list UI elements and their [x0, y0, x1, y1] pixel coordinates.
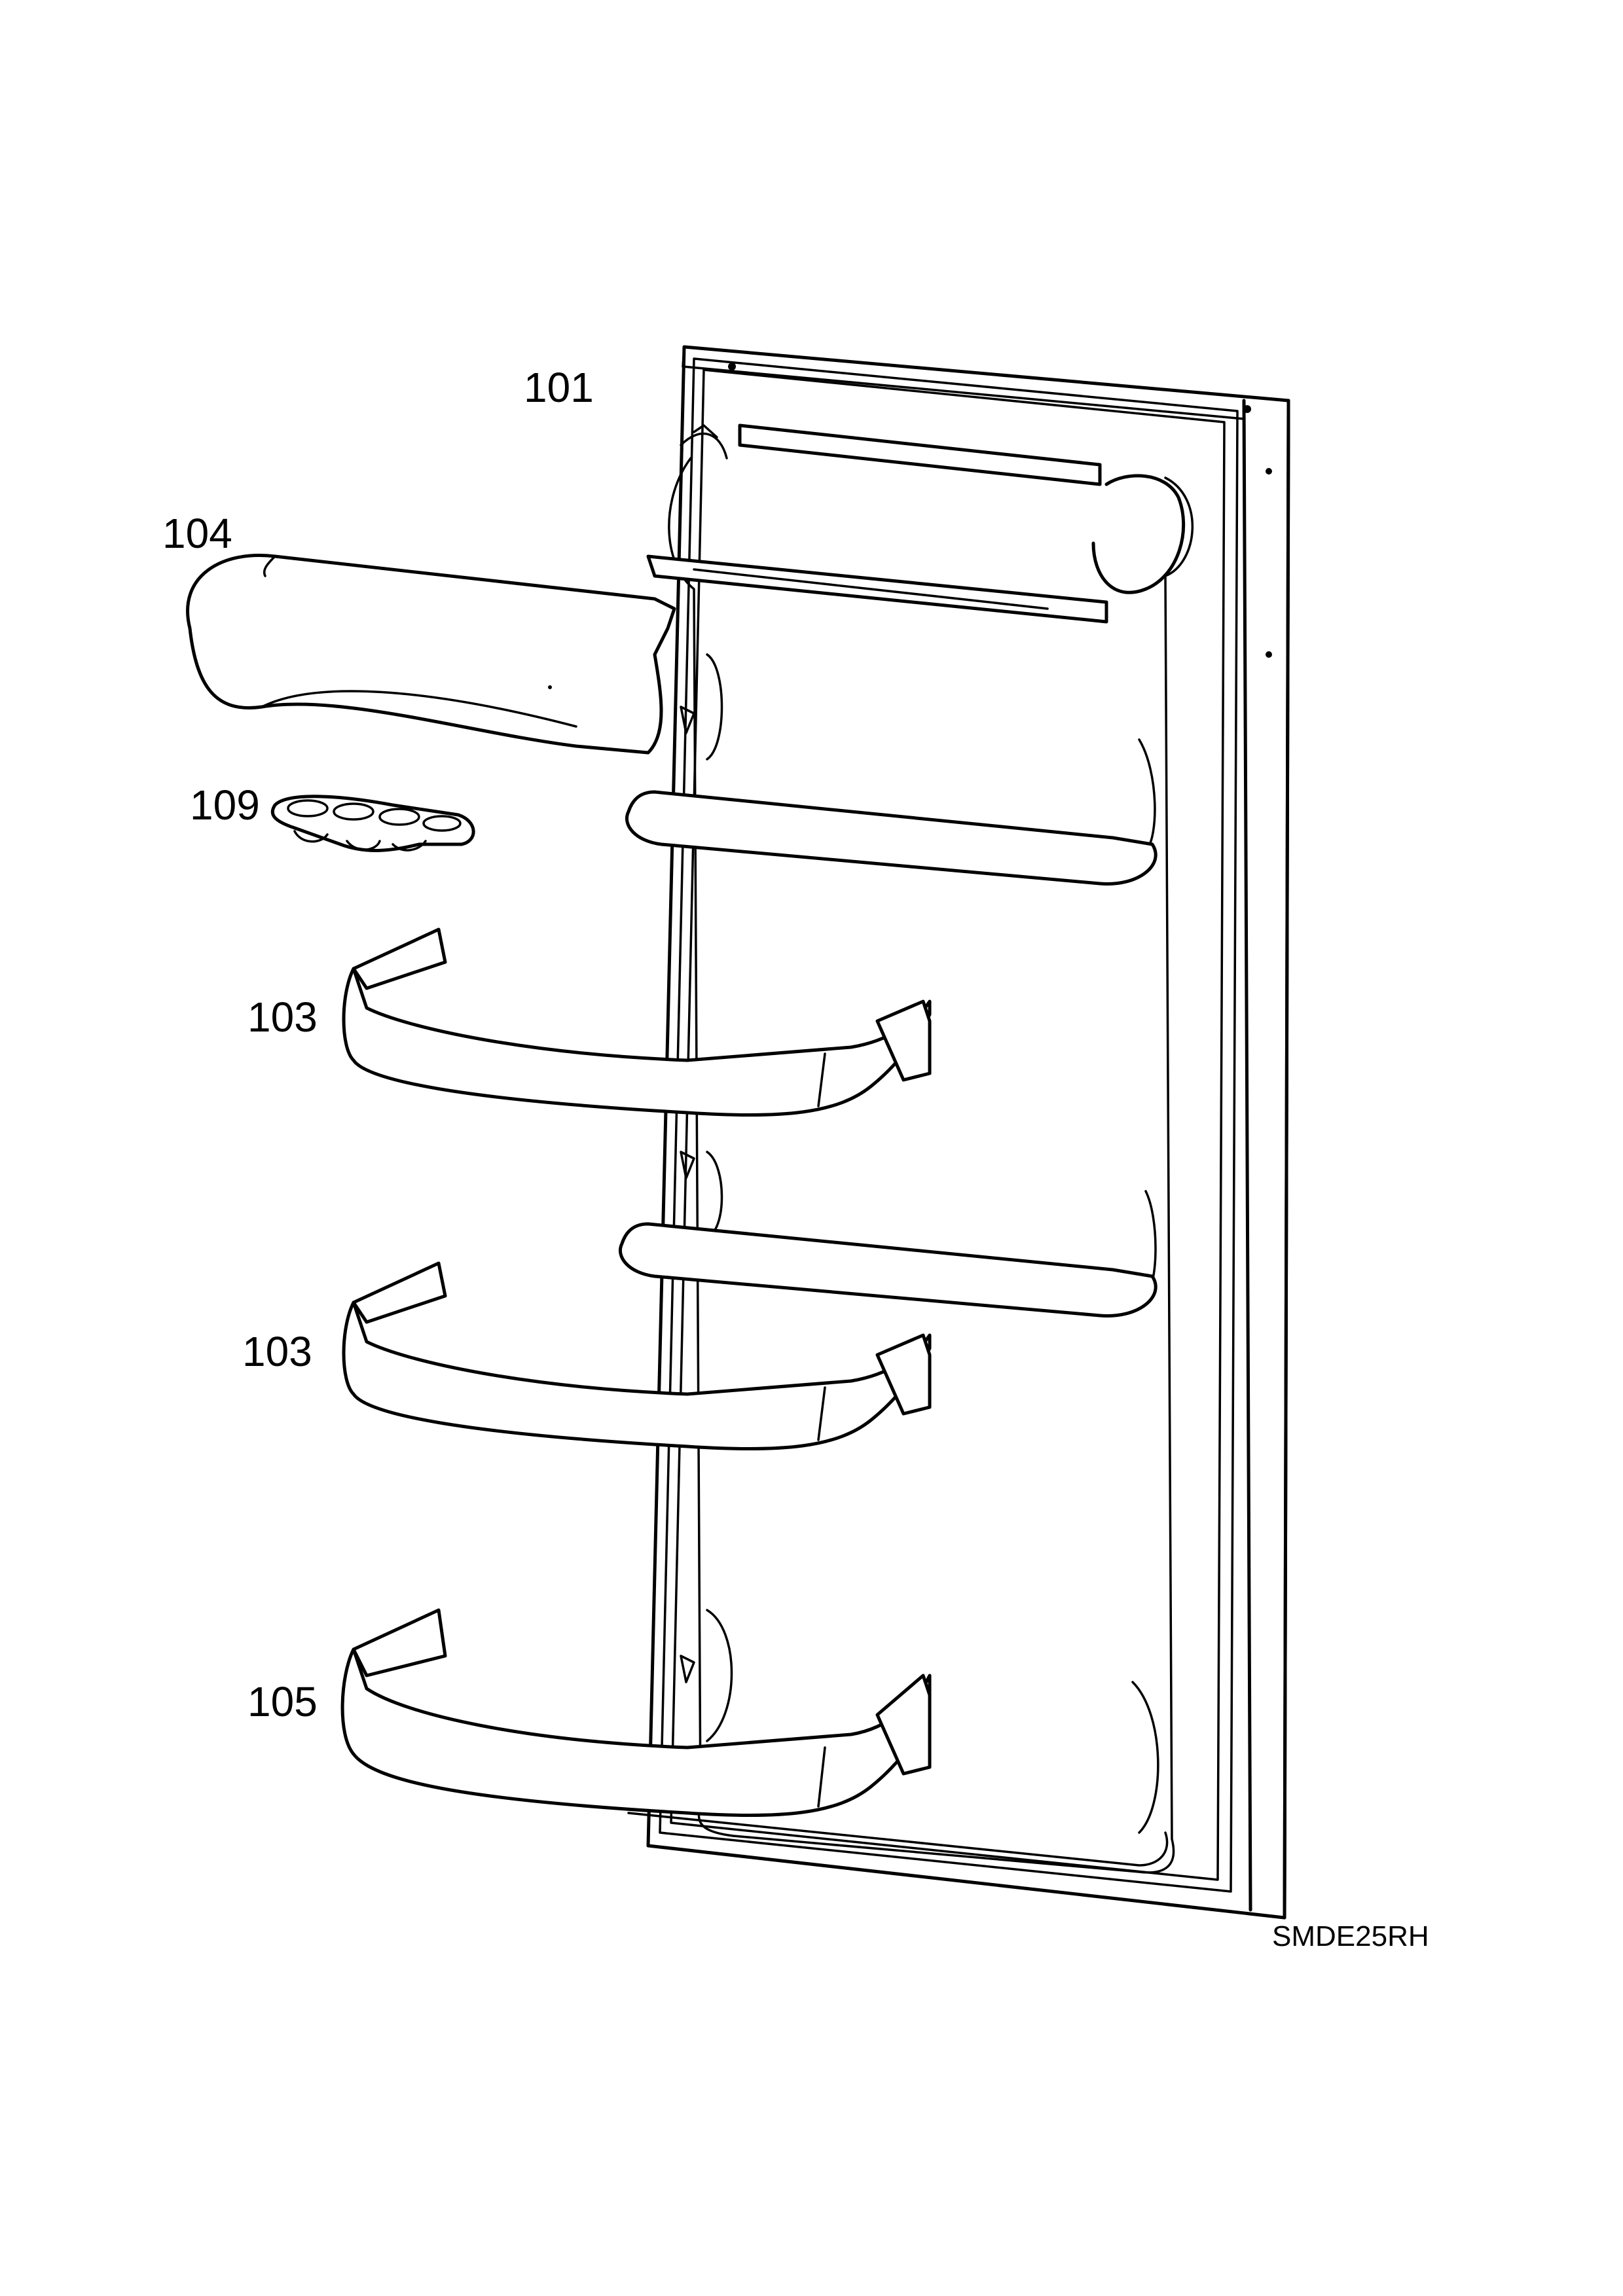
- label-egg-tray: 109: [190, 781, 260, 829]
- label-door: 101: [524, 364, 594, 411]
- bottle-shelf-part: [340, 1608, 932, 1818]
- door-assembly: [619, 345, 1290, 1920]
- door-shelf-upper-part: [342, 927, 932, 1117]
- label-door-shelf-upper: 103: [247, 994, 318, 1041]
- label-bottle-shelf: 105: [247, 1678, 318, 1725]
- label-door-shelf-middle: 103: [242, 1328, 312, 1375]
- label-butter-compartment: 104: [162, 510, 232, 557]
- butter-compartment-part: [186, 554, 676, 755]
- egg-tray-part: [270, 795, 475, 852]
- door-shelf-middle-part: [342, 1261, 932, 1451]
- diagram-reference-code: SMDE25RH: [1272, 1920, 1429, 1952]
